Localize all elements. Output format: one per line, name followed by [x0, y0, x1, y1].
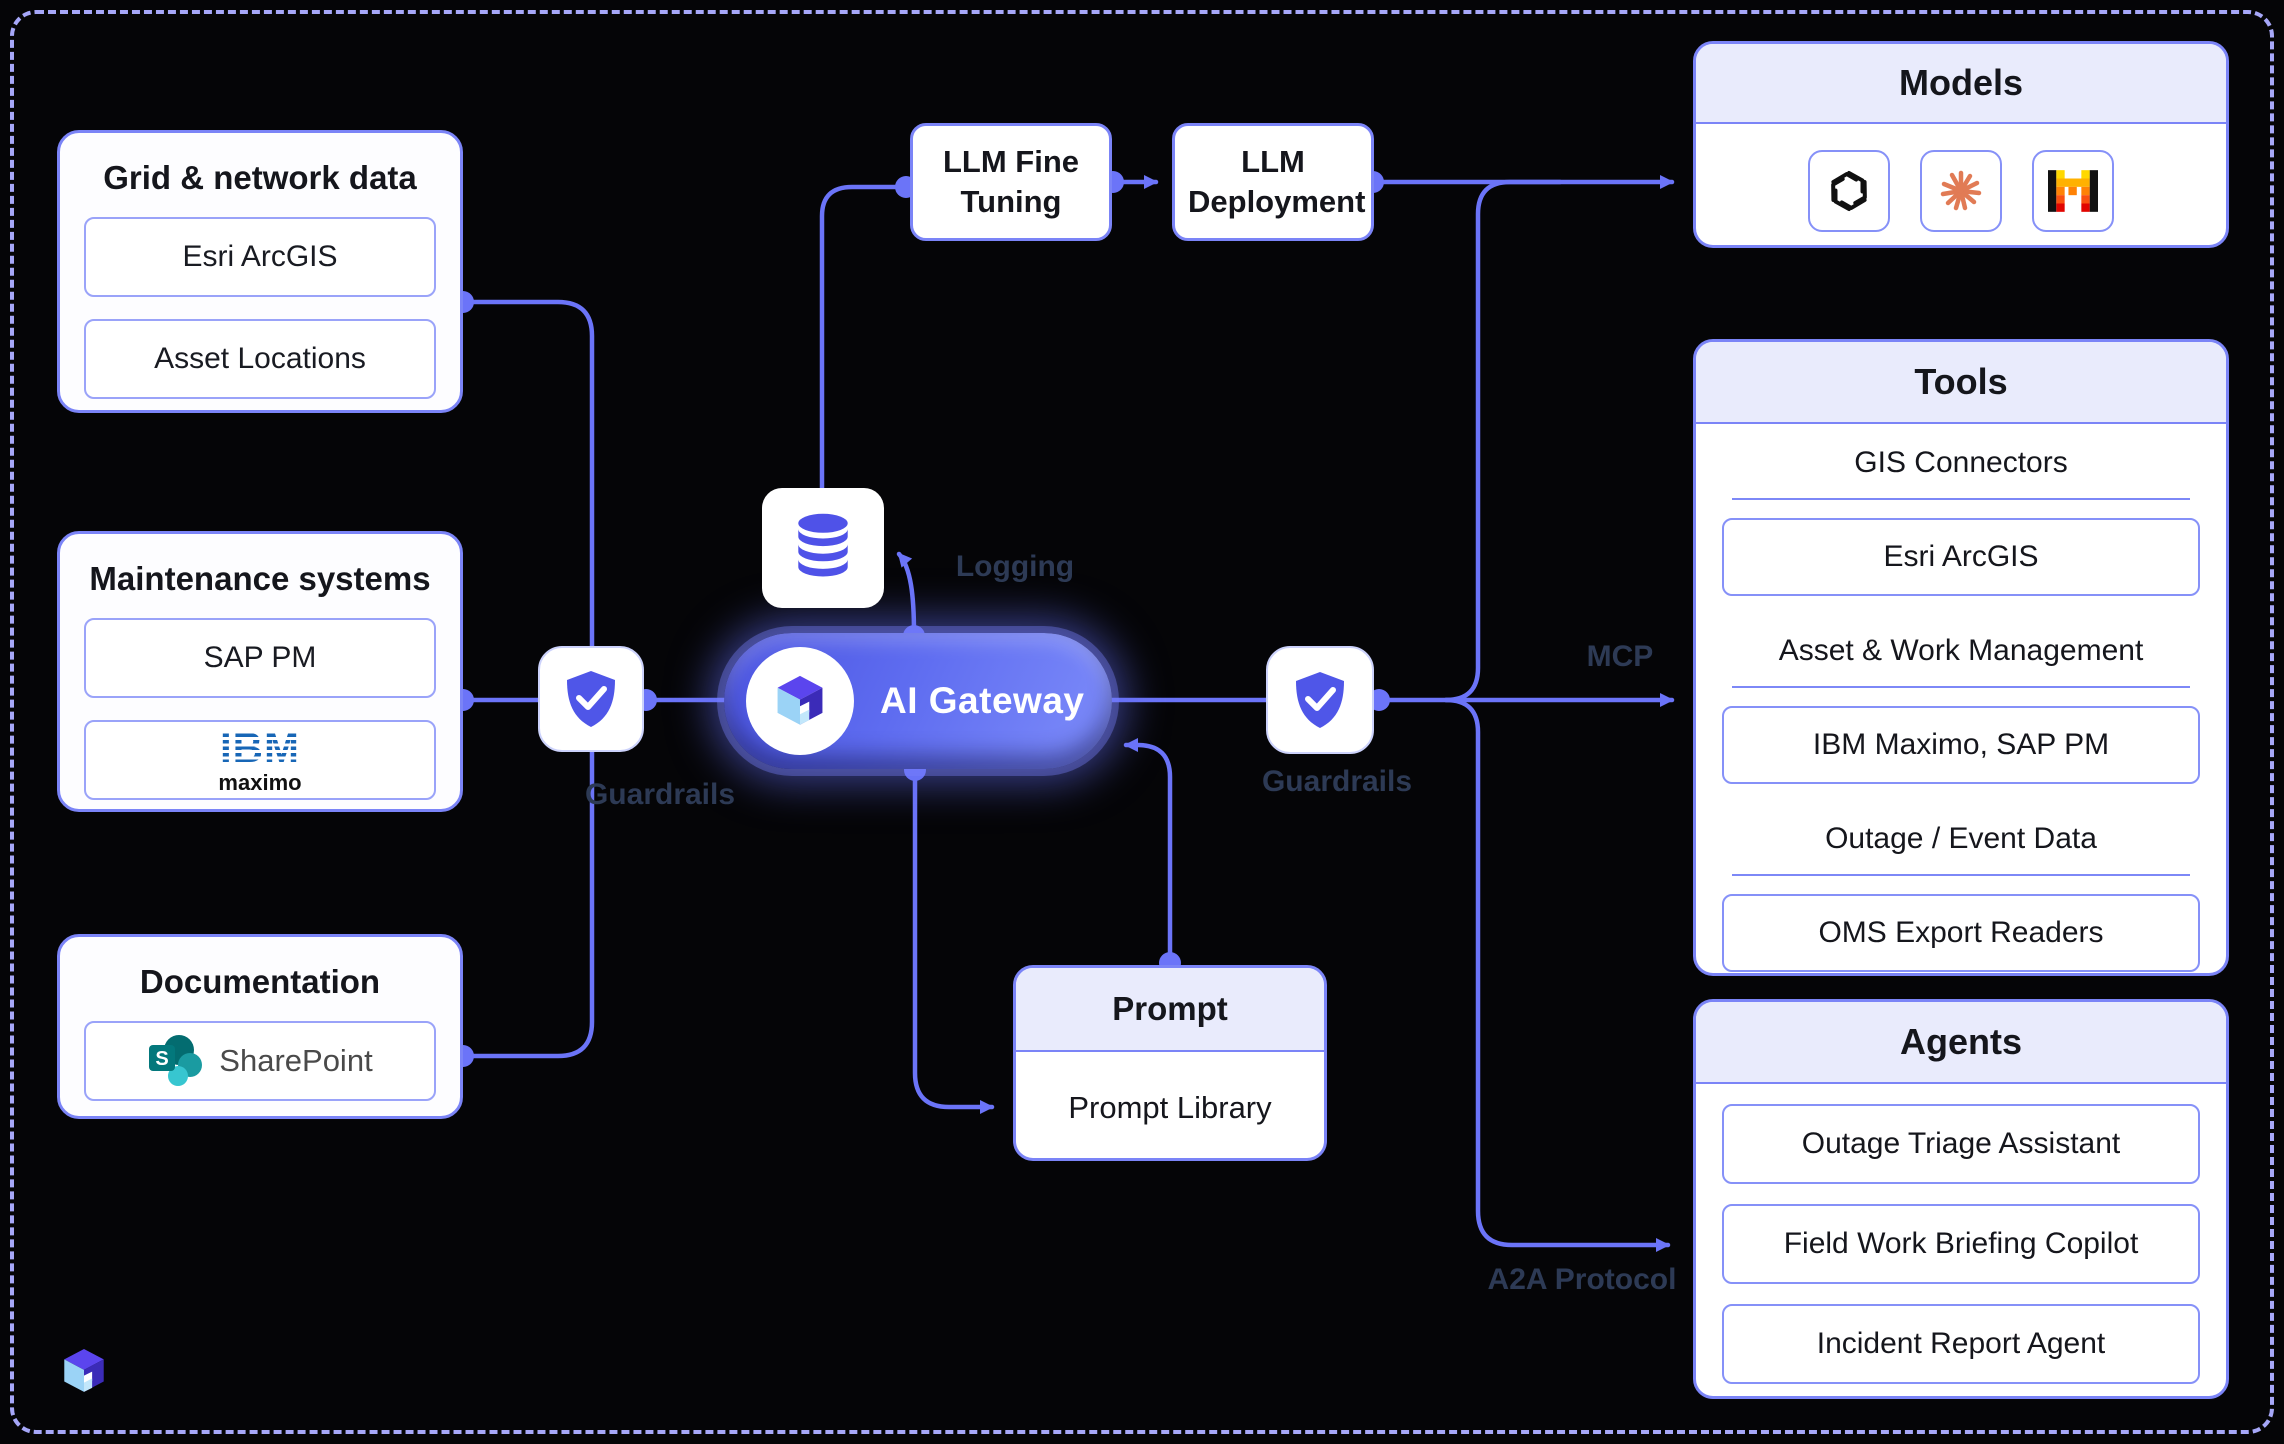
truefoundry-cube-icon	[64, 1348, 104, 1392]
prompt-panel: Prompt Prompt Library	[1013, 965, 1327, 1161]
ai-gateway-node: AI Gateway	[724, 633, 1112, 769]
agent-incident-report-agent: Incident Report Agent	[1722, 1304, 2200, 1384]
tools-row-gis-connectors: GIS Connectors	[1732, 424, 2190, 500]
grid-network-data-title: Grid & network data	[103, 159, 417, 196]
logging-label: Logging	[955, 550, 1075, 583]
truefoundry-cube-icon	[777, 675, 823, 725]
guardrails-left-label: Guardrails	[584, 778, 736, 811]
tools-row-asset-work-management: Asset & Work Management	[1732, 612, 2190, 688]
ibm-maximo-logo: IBM maximo	[218, 723, 302, 795]
documentation-title: Documentation	[139, 963, 381, 1000]
claude-model-tile	[1920, 150, 2002, 232]
prompt-title: Prompt	[1016, 968, 1324, 1052]
models-panel: Models	[1693, 41, 2229, 248]
guardrails-left-shield	[538, 646, 644, 752]
tools-title: Tools	[1696, 342, 2226, 424]
prompt-library-item: Prompt Library	[1068, 1090, 1272, 1125]
tools-row-outage-event-data: Outage / Event Data	[1732, 800, 2190, 876]
openai-model-tile	[1808, 150, 1890, 232]
llm-deployment-box: LLM Deployment	[1172, 123, 1374, 241]
agents-panel: Agents Outage Triage Assistant Field Wor…	[1693, 999, 2229, 1399]
mcp-label: MCP	[1586, 640, 1654, 673]
tools-row-ibm-maximo-sap-pm: IBM Maximo, SAP PM	[1722, 706, 2200, 784]
agent-field-work-briefing-copilot: Field Work Briefing Copilot	[1722, 1204, 2200, 1284]
ibm-maximo-item: IBM maximo	[84, 720, 436, 800]
mistral-model-tile	[2032, 150, 2114, 232]
ibm-wordmark: IBM	[220, 723, 300, 771]
grid-network-data-box: Grid & network data Esri ArcGIS Asset Lo…	[57, 130, 463, 413]
llm-deployment-label: LLM Deployment	[1188, 143, 1366, 219]
documentation-box: Documentation S SharePoint	[57, 934, 463, 1119]
llm-fine-tuning-label: LLM Fine Tuning	[942, 143, 1080, 219]
maintenance-systems-title: Maintenance systems	[89, 560, 431, 597]
ai-gateway-label: AI Gateway	[880, 680, 1085, 721]
tools-row-oms-export-readers: OMS Export Readers	[1722, 894, 2200, 972]
asset-locations-item: Asset Locations	[84, 319, 436, 399]
tools-row-esri-arcgis: Esri ArcGIS	[1722, 518, 2200, 596]
shield-check-icon	[1296, 672, 1344, 728]
dashed-frame	[10, 10, 2274, 1434]
agent-outage-triage-assistant: Outage Triage Assistant	[1722, 1104, 2200, 1184]
tools-panel: Tools GIS Connectors Esri ArcGIS Asset &…	[1693, 339, 2229, 976]
models-title: Models	[1696, 44, 2226, 124]
database-icon	[798, 513, 848, 577]
a2a-protocol-label: A2A Protocol	[1487, 1263, 1677, 1296]
claude-icon	[1940, 170, 1982, 211]
sharepoint-icon: S	[149, 1035, 203, 1086]
guardrails-right-shield	[1266, 646, 1374, 754]
shield-check-icon	[567, 671, 615, 727]
openai-icon	[1831, 171, 1867, 211]
sap-pm-item: SAP PM	[84, 618, 436, 698]
maintenance-systems-box: Maintenance systems SAP PM IBM maximo	[57, 531, 463, 812]
mistral-icon	[2048, 170, 2098, 212]
gateway-logo-circle	[746, 647, 854, 755]
sharepoint-item: S SharePoint	[84, 1021, 436, 1101]
truefoundry-logo	[55, 1342, 113, 1400]
maximo-label: maximo	[218, 769, 302, 795]
logging-store-box	[762, 488, 884, 608]
llm-fine-tuning-box: LLM Fine Tuning	[910, 123, 1112, 241]
esri-arcgis-item: Esri ArcGIS	[84, 217, 436, 297]
svg-text:S: S	[156, 1048, 169, 1070]
sharepoint-label: SharePoint	[219, 1043, 373, 1078]
guardrails-right-label: Guardrails	[1261, 765, 1413, 798]
agents-title: Agents	[1696, 1002, 2226, 1084]
